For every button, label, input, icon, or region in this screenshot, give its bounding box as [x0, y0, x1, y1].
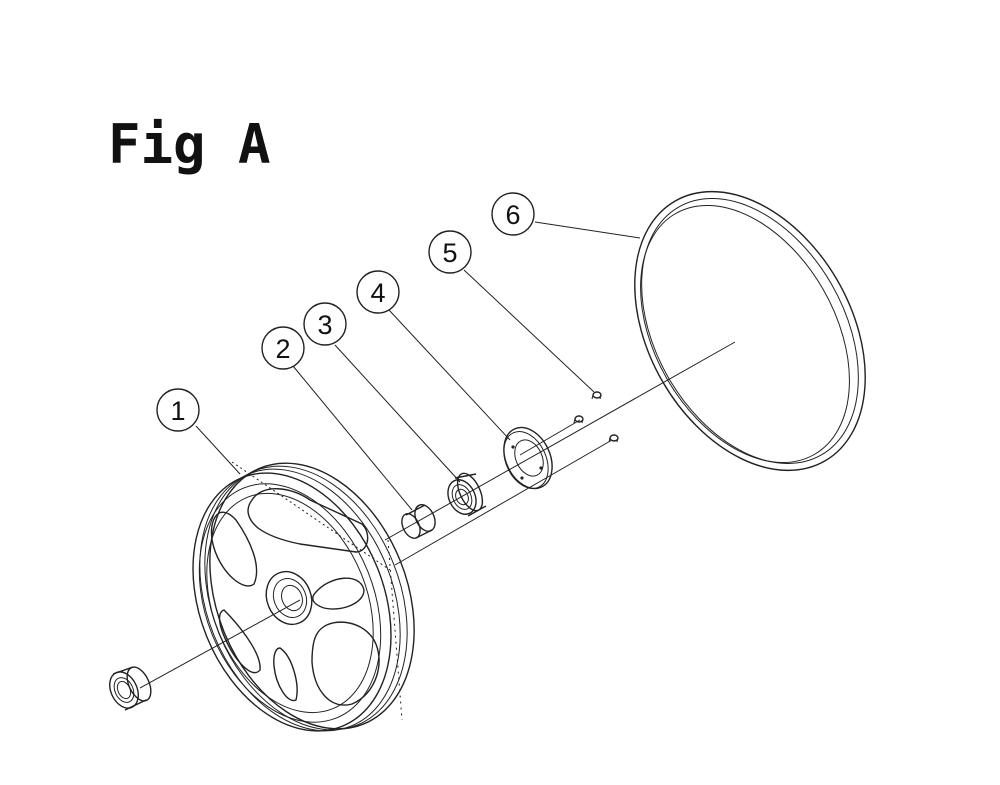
screw-bottom — [608, 434, 619, 443]
callout-6: 6 — [491, 192, 535, 236]
callout-4: 4 — [356, 270, 400, 314]
callout-3: 3 — [303, 302, 347, 346]
spacer-bushing — [401, 504, 436, 539]
callout-2-label: 2 — [275, 334, 290, 364]
screws — [573, 391, 619, 443]
callout-1: 1 — [156, 388, 200, 432]
screw-middle — [573, 415, 584, 424]
pulley-wheel — [192, 461, 415, 732]
tire-band-ring — [634, 190, 866, 472]
callout-2: 2 — [261, 326, 305, 370]
figure-title: Fig A — [108, 113, 271, 176]
callout-leaders — [195, 221, 641, 511]
callout-5-label: 5 — [442, 238, 457, 268]
callout-5: 5 — [428, 230, 472, 274]
ball-bearing — [447, 472, 487, 517]
screw-top — [591, 391, 602, 400]
callout-1-label: 1 — [170, 396, 185, 426]
callout-6-label: 6 — [505, 200, 520, 230]
rear-bearing — [109, 666, 152, 711]
callout-3-label: 3 — [317, 310, 332, 340]
retaining-plate — [503, 426, 553, 490]
callout-4-label: 4 — [370, 278, 385, 308]
